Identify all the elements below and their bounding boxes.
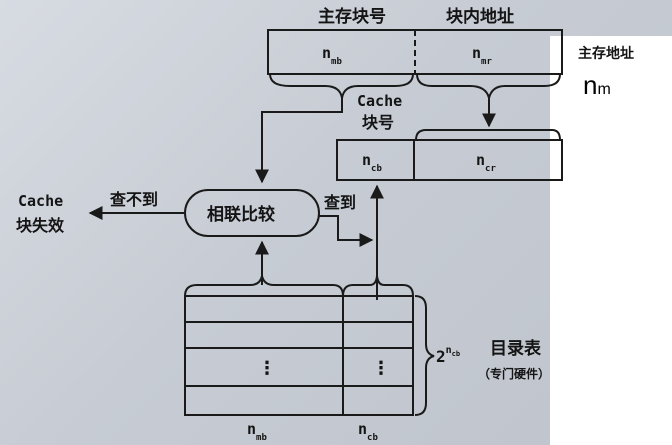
cache-miss-line1: Cache — [18, 192, 63, 210]
directory-subtitle: （专门硬件） — [478, 366, 550, 381]
hit-arrow — [319, 215, 374, 247]
directory-col-left-label: nmb — [247, 420, 267, 443]
cache-title-line2: 块号 — [362, 113, 394, 132]
cache-miss-line2: 块失效 — [16, 216, 64, 235]
main-inblock-title: 块内地址 — [446, 6, 514, 27]
cache-address-register — [336, 139, 563, 181]
field-ncb: ncb — [362, 151, 382, 174]
miss-label: 查不到 — [110, 190, 158, 209]
directory-dots-right: ⋮ — [372, 358, 390, 379]
dir-left-brace — [184, 275, 344, 297]
directory-size: 2ncb — [436, 345, 460, 366]
field-ncr: ncr — [476, 151, 496, 174]
dir-size-brace — [414, 295, 435, 416]
cache-inblock-brace — [415, 129, 561, 141]
field-nmb: nmb — [322, 44, 342, 67]
hit-label: 查到 — [324, 193, 356, 212]
white-overlay — [550, 36, 672, 445]
main-block-title: 主存块号 — [318, 6, 386, 27]
arrow-to-compare — [255, 98, 343, 184]
cache-title-line1: Cache — [357, 92, 402, 110]
compare-label: 相联比较 — [207, 204, 275, 225]
directory-dots-left: ⋮ — [258, 358, 276, 379]
dir-right-brace — [342, 275, 414, 297]
directory-col-right-label: ncb — [358, 420, 378, 443]
directory-title: 目录表 — [490, 338, 542, 359]
field-nmr: nmr — [472, 44, 492, 67]
side-note-var: nm — [583, 70, 611, 100]
directory-table — [184, 295, 414, 416]
side-note-label: 主存地址 — [578, 45, 634, 62]
main-inblock-brace — [416, 73, 561, 99]
